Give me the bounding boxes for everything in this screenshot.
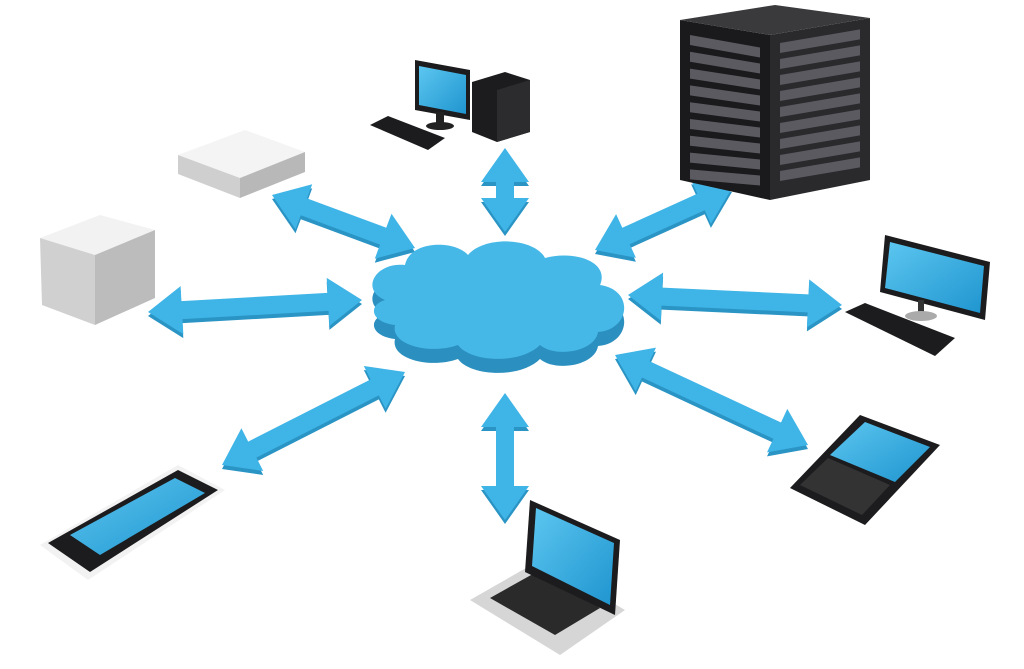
rack-drive-bay (690, 119, 760, 138)
monitor-keyboard-icon (845, 235, 990, 356)
qwerty-phone-icon (790, 415, 940, 525)
rack-drive-bay (690, 152, 760, 170)
rack-drive-bay (780, 29, 860, 53)
rack-drive-bay (690, 51, 760, 74)
cloud-icon (372, 241, 625, 373)
rack-drive-bay (690, 102, 760, 122)
bidirectional-arrow-tower-server (595, 180, 732, 258)
connection-arrows (148, 148, 842, 524)
rack-drive-bay (780, 93, 860, 117)
rack-drive-bay (690, 85, 760, 106)
bidirectional-arrow-server-rack (272, 184, 415, 259)
bidirectional-arrow-laptop (481, 393, 529, 520)
bidirectional-arrow-router (148, 277, 362, 335)
bidirectional-arrow-smartphone (222, 366, 405, 471)
bidirectional-arrow-desktop-computer (481, 148, 529, 232)
bidirectional-arrow-monitor-keyboard (628, 272, 842, 328)
rack-drive-bay (690, 135, 760, 154)
rack-drive-bay (690, 169, 760, 186)
rack-drive-bay (690, 68, 760, 90)
tower-server-icon (40, 215, 155, 325)
rack-drive-bay (780, 77, 860, 101)
rack-drive-bay (780, 61, 860, 85)
rack-drive-bay (780, 125, 860, 149)
smartphone-icon (40, 465, 225, 580)
router-icon (178, 130, 305, 198)
server-rack-icon (680, 5, 870, 200)
rack-drive-bay (780, 45, 860, 69)
rack-drive-bay (780, 157, 860, 181)
rack-drive-bay (780, 109, 860, 133)
desktop-computer-icon (370, 60, 530, 150)
bidirectional-arrow-qwerty-phone (615, 347, 808, 453)
laptop-icon (470, 500, 625, 655)
rack-drive-bay (690, 35, 760, 58)
rack-drive-bay (780, 141, 860, 165)
